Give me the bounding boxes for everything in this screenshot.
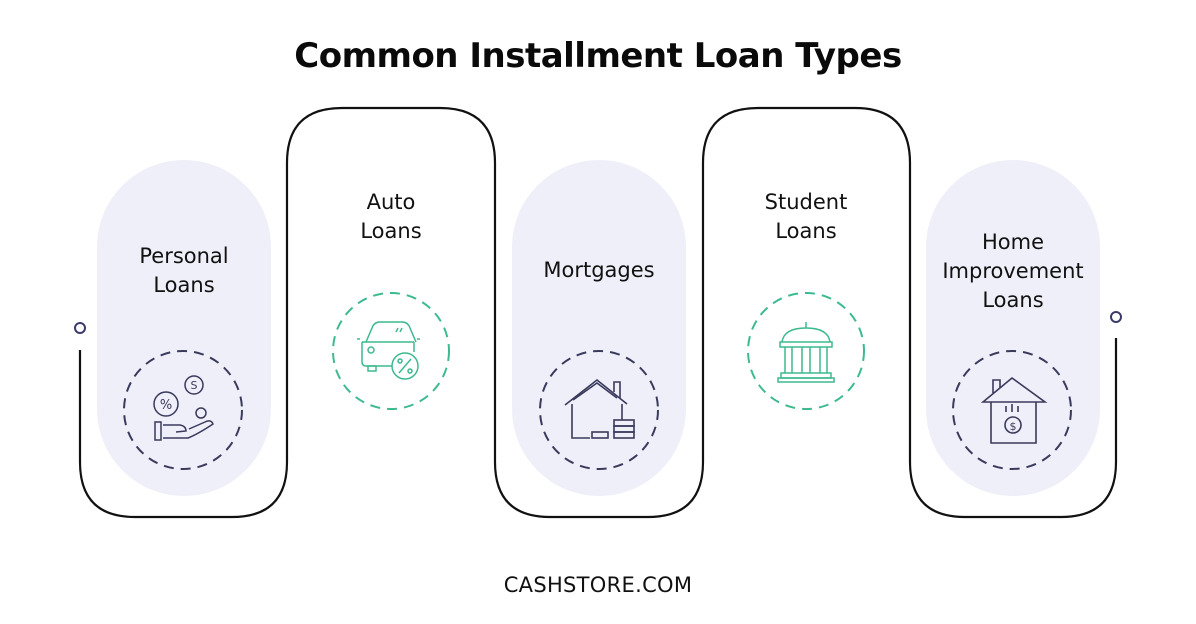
house-stacked-coins-icon [564, 378, 635, 439]
item-label-auto-loans: Auto Loans [295, 188, 487, 246]
university-building-icon [777, 322, 835, 383]
pill-mortgages [512, 160, 686, 496]
brand-footer: CASHSTORE.COM [503, 573, 693, 597]
label-line: Improvement [942, 259, 1084, 283]
car-percent-icon [357, 321, 420, 380]
item-label-mortgages: Mortgages [505, 256, 693, 285]
label-line: Personal [139, 244, 229, 268]
label-line: Mortgages [543, 258, 655, 282]
item-label-student-loans: Student Loans [710, 188, 902, 246]
label-line: Loans [982, 288, 1044, 312]
label-line: Loans [775, 219, 837, 243]
item-label-home-improvement-loans: Home Improvement Loans [916, 228, 1110, 315]
start-dot [74, 322, 86, 334]
svg-text:$: $ [1010, 420, 1017, 433]
page-title: Common Installment Loan Types [294, 36, 902, 76]
pill-personal [97, 160, 271, 496]
connector-line [78, 106, 1118, 519]
item-label-personal-loans: Personal Loans [97, 242, 271, 300]
label-line: Home [981, 230, 1044, 254]
svg-text:S: S [191, 379, 198, 392]
hand-coins-percent-icon: % S [153, 375, 214, 441]
label-line: Student [764, 190, 848, 214]
label-line: Loans [153, 273, 215, 297]
label-line: Loans [360, 219, 422, 243]
house-dollar-icon: $ [980, 376, 1048, 444]
label-line: Auto [366, 190, 416, 214]
pill-home-improvement [926, 160, 1100, 496]
end-dot [1110, 311, 1122, 323]
svg-text:%: % [160, 398, 172, 413]
